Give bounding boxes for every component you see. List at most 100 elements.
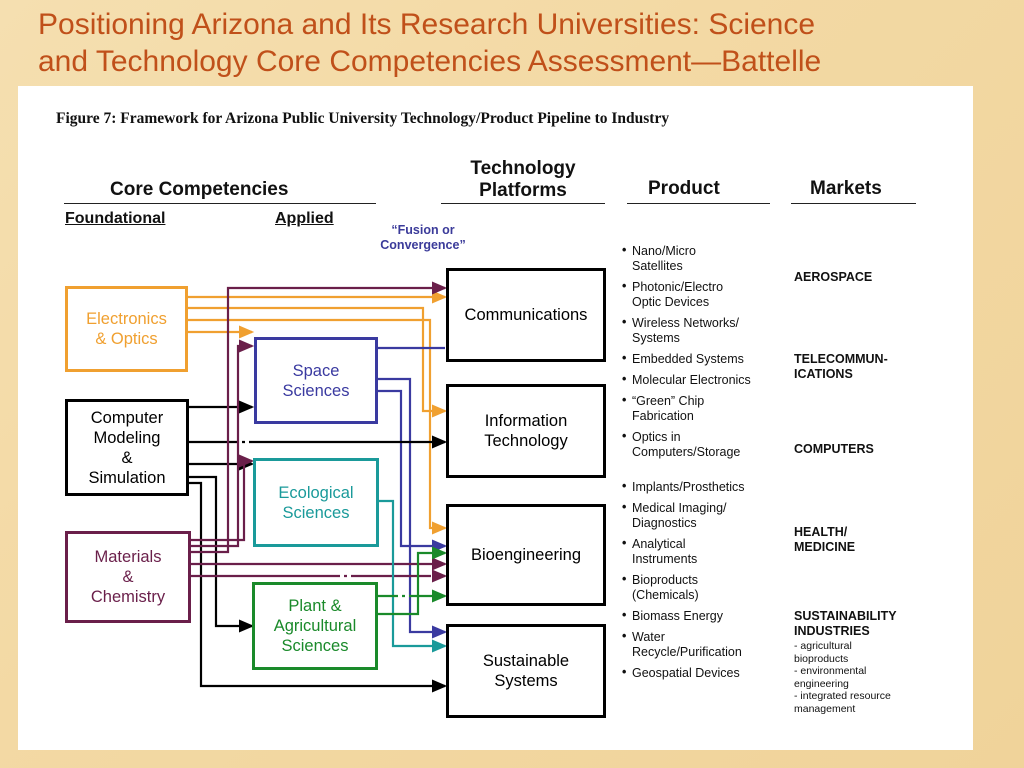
platform-sustainable-systems-line2: Systems bbox=[494, 672, 558, 690]
plant-agricultural-box: Plant & Agricultural Sciences bbox=[252, 582, 378, 670]
foundational-header: Foundational bbox=[65, 210, 166, 227]
figure-title: Figure 7: Framework for Arizona Public U… bbox=[56, 110, 670, 127]
product-item-line: Optic Devices bbox=[632, 295, 710, 309]
space-sciences-box: Space Sciences bbox=[254, 337, 378, 424]
product-item-line: Embedded Systems bbox=[632, 352, 744, 366]
platforms-header-line1: Technology bbox=[470, 158, 576, 179]
product-item-line: Medical Imaging/ bbox=[632, 501, 727, 515]
market-health-line1: HEALTH/ bbox=[794, 525, 848, 539]
product-list: Nano/MicroSatellitesPhotonic/ElectroOpti… bbox=[622, 243, 792, 681]
materials-chemistry-line2: & bbox=[122, 568, 134, 586]
materials-chemistry-box: Materials & Chemistry bbox=[65, 531, 191, 623]
platform-communications-label: Communications bbox=[464, 306, 588, 324]
market-telecommunications: TELECOMMUN- ICATIONS bbox=[794, 352, 888, 382]
computer-modeling-line3: & bbox=[121, 448, 133, 467]
platform-bioengineering: Bioengineering bbox=[446, 504, 606, 606]
connector-lines bbox=[173, 281, 448, 693]
product-item: Molecular Electronics bbox=[622, 372, 792, 388]
computer-modeling-line1: Computer bbox=[90, 408, 164, 427]
slide-title: Positioning Arizona and Its Research Uni… bbox=[38, 6, 998, 80]
market-aerospace: AEROSPACE bbox=[794, 270, 873, 284]
product-item-line: Instruments bbox=[632, 552, 698, 566]
platform-sustainable-systems-line1: Sustainable bbox=[482, 652, 570, 670]
electronics-optics-line2: & Optics bbox=[95, 330, 158, 348]
product-item-line: Implants/Prosthetics bbox=[632, 480, 745, 494]
market-health-line2: MEDICINE bbox=[794, 540, 856, 554]
market-sub-item: - environmental bbox=[794, 665, 867, 677]
space-sciences-links bbox=[378, 346, 448, 639]
electronics-optics-box: Electronics & Optics bbox=[65, 286, 188, 372]
product-item: Medical Imaging/Diagnostics bbox=[622, 500, 792, 531]
space-sciences-line2: Sciences bbox=[282, 381, 350, 400]
slide-title-line2: and Technology Core Competencies Assessm… bbox=[38, 45, 822, 78]
markets-header: Markets bbox=[810, 178, 882, 199]
product-item-line: Systems bbox=[632, 331, 680, 345]
platforms-header-line2: Platforms bbox=[479, 180, 567, 201]
ecological-sciences-box: Ecological Sciences bbox=[253, 458, 379, 547]
markets-rule bbox=[791, 203, 916, 204]
product-item-line: Geospatial Devices bbox=[632, 666, 740, 680]
ecological-links bbox=[378, 499, 448, 653]
product-header: Product bbox=[648, 178, 720, 199]
platform-information-technology-line2: Technology bbox=[484, 432, 568, 450]
platform-communications: Communications bbox=[446, 268, 606, 362]
ecological-sciences-line1: Ecological bbox=[278, 483, 354, 502]
plant-links bbox=[378, 546, 448, 616]
market-telecom-line1: TELECOMMUN- bbox=[794, 352, 888, 366]
product-item-line: Optics in bbox=[632, 430, 681, 444]
market-sustainability: SUSTAINABILITY INDUSTRIES bbox=[794, 609, 897, 639]
product-item-line: (Chemicals) bbox=[632, 588, 699, 602]
market-health-medicine: HEALTH/ MEDICINE bbox=[794, 525, 855, 555]
product-item-line: Wireless Networks/ bbox=[632, 316, 739, 330]
product-item-line: Satellites bbox=[632, 259, 683, 273]
product-item-line: Bioproducts bbox=[632, 573, 699, 587]
platform-sustainable-systems: Sustainable Systems bbox=[446, 624, 606, 718]
product-item: Embedded Systems bbox=[622, 351, 792, 367]
fusion-line1: “Fusion or bbox=[391, 223, 455, 237]
ecological-sciences-line2: Sciences bbox=[282, 503, 350, 522]
product-item-line: Molecular Electronics bbox=[632, 373, 751, 387]
core-competencies-header: Core Competencies bbox=[110, 179, 289, 200]
electronics-optics-links bbox=[173, 290, 448, 535]
product-item-line: Biomass Energy bbox=[632, 609, 724, 623]
product-item: Bioproducts(Chemicals) bbox=[622, 572, 792, 603]
platform-bioengineering-label: Bioengineering bbox=[470, 546, 582, 564]
market-sub-item: engineering bbox=[794, 677, 849, 690]
market-sub-item: bioproducts bbox=[794, 652, 849, 665]
platforms-header: Technology Platforms bbox=[438, 158, 608, 202]
materials-chemistry-line1: Materials bbox=[94, 548, 162, 566]
market-sub-item: management bbox=[794, 702, 856, 715]
plant-agricultural-line3: Sciences bbox=[281, 637, 349, 655]
computer-modeling-line4: Simulation bbox=[88, 468, 166, 487]
platform-information-technology: Information Technology bbox=[446, 384, 606, 478]
product-item-line: Nano/Micro bbox=[632, 244, 696, 258]
plant-agricultural-line2: Agricultural bbox=[273, 617, 357, 635]
fusion-line2: Convergence” bbox=[380, 238, 466, 252]
market-sustainability-details: - agricultural bioproducts - environment… bbox=[794, 640, 934, 715]
materials-chemistry-line3: Chemistry bbox=[90, 588, 166, 606]
product-item: Implants/Prosthetics bbox=[622, 479, 792, 495]
product-item-line: Fabrication bbox=[632, 409, 694, 423]
computer-modeling-line2: Modeling bbox=[93, 428, 161, 447]
slide-title-line1: Positioning Arizona and Its Research Uni… bbox=[38, 8, 816, 41]
product-item-line: Computers/Storage bbox=[632, 445, 741, 459]
platforms-rule bbox=[441, 203, 605, 204]
market-sub-item: - agricultural bbox=[794, 640, 852, 652]
fusion-label: “Fusion or Convergence” bbox=[358, 223, 488, 253]
computer-modeling-box: Computer Modeling & Simulation bbox=[65, 399, 189, 496]
product-item-line: Analytical bbox=[632, 537, 686, 551]
product-item-line: “Green” Chip bbox=[632, 394, 705, 408]
plant-agricultural-line1: Plant & bbox=[288, 597, 342, 615]
market-sub-item: - integrated resource bbox=[794, 690, 891, 702]
electronics-optics-line1: Electronics bbox=[86, 310, 167, 328]
product-rule bbox=[627, 203, 770, 204]
market-telecom-line2: ICATIONS bbox=[794, 367, 853, 381]
market-computers: COMPUTERS bbox=[794, 442, 874, 456]
product-item-line: Diagnostics bbox=[632, 516, 697, 530]
materials-chemistry-links bbox=[190, 281, 448, 583]
